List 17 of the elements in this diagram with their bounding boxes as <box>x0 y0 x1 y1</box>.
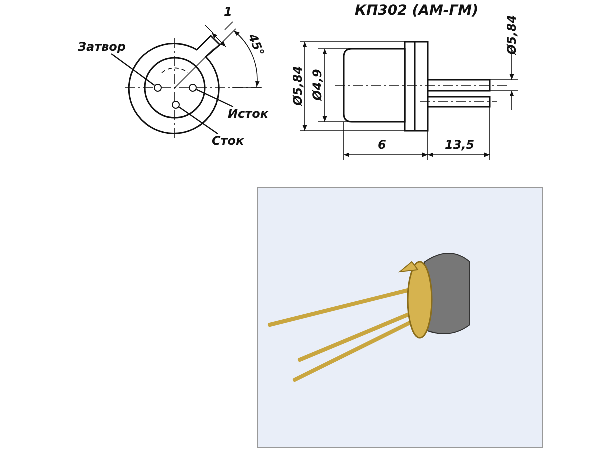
dimension-label: 1 <box>224 5 232 19</box>
pin-label: Исток <box>228 107 268 121</box>
leader-line <box>196 89 234 108</box>
dimension-label: 45° <box>246 32 268 58</box>
dimension-label: Ø5,84 <box>290 66 305 106</box>
pin-label: Сток <box>212 134 244 148</box>
dimension-label: 13,5 <box>445 138 475 152</box>
leader-line <box>178 106 218 134</box>
dimension-label: Ø4,9 <box>310 69 325 101</box>
dimension-label: 6 <box>378 138 386 152</box>
pin-circle <box>189 84 197 92</box>
leader-line <box>111 54 156 86</box>
title: КП302 (АМ-ГМ) <box>355 4 478 18</box>
pin-circle <box>172 101 180 109</box>
dimension-label: Ø5,84 <box>504 15 519 55</box>
pin-label: Затвор <box>78 40 126 54</box>
pin-circle <box>154 84 162 92</box>
